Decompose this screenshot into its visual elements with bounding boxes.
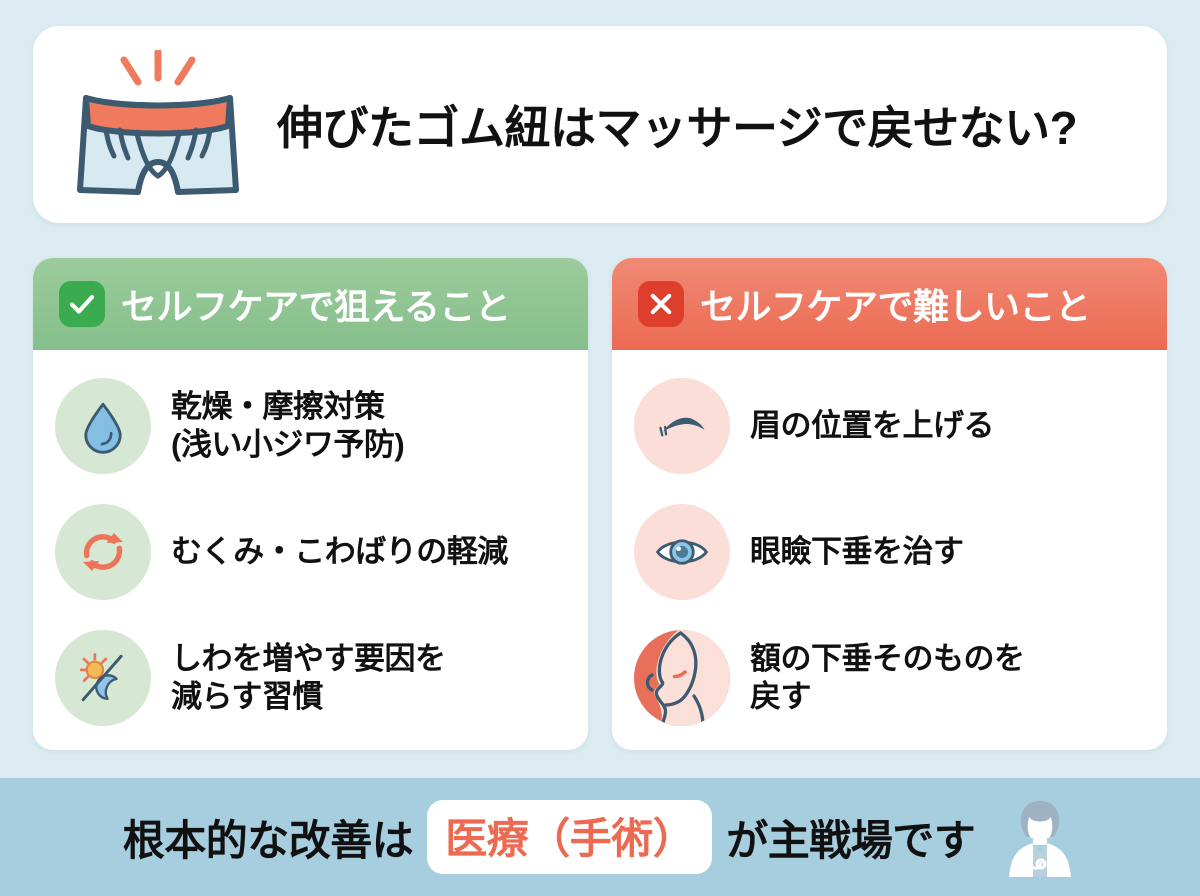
comparison-columns: セルフケアで狙えること 乾燥・摩擦対策 (浅い小ジワ予防) [33,258,1167,750]
list-item: 額の下垂そのものを 戻す [634,622,1145,734]
eyebrow-icon [634,378,730,474]
card-self-care-possible: セルフケアで狙えること 乾燥・摩擦対策 (浅い小ジワ予防) [33,258,588,750]
list-item: しわを増やす要因を 減らす習慣 [55,622,566,734]
list-item-label: しわを増やす要因を 減らす習慣 [171,641,446,714]
bottom-banner: 根本的な改善は 医療（手術） が主戦場です [0,778,1200,896]
banner-lead-text: 根本的な改善は [122,816,414,864]
card-heading-label: セルフケアで難しいこと [700,286,1091,327]
card-header-difficult: セルフケアで難しいこと [612,258,1167,350]
face-profile-icon [634,630,730,726]
card-header-possible: セルフケアで狙えること [33,258,588,350]
boxer-briefs-icon [43,40,273,210]
card-body-difficult: 眉の位置を上げる 眼瞼下垂を治す [612,350,1167,750]
card-body-possible: 乾燥・摩擦対策 (浅い小ジワ予防) むくみ・こわばりの軽減 [33,350,588,750]
close-x-icon [638,281,684,327]
list-item-label: 眼瞼下垂を治す [750,534,964,570]
banner-tail-text: が主戦場です [726,816,976,864]
card-self-care-difficult: セルフケアで難しいこと 眉の位置を上げる [612,258,1167,750]
banner-highlight-pill: 医療（手術） [427,800,713,874]
card-heading-label: セルフケアで狙えること [121,286,511,327]
list-item-label: むくみ・こわばりの軽減 [171,534,508,570]
title-card: 伸びたゴム紐はマッサージで戻せない? [33,26,1167,223]
list-item: むくみ・こわばりの軽減 [55,496,566,608]
list-item: 眼瞼下垂を治す [634,496,1145,608]
list-item: 眉の位置を上げる [634,370,1145,482]
check-icon [59,281,105,327]
water-droplet-icon [55,378,151,474]
refresh-cycle-icon [55,504,151,600]
doctor-icon [1003,797,1077,877]
list-item-label: 眉の位置を上げる [750,408,995,444]
eye-icon [634,504,730,600]
list-item-label: 乾燥・摩擦対策 (浅い小ジワ予防) [171,389,405,462]
banner-message: 根本的な改善は 医療（手術） が主戦場です [123,800,976,874]
list-item-label: 額の下垂そのものを 戻す [750,641,1025,714]
sun-moon-icon [55,630,151,726]
list-item: 乾燥・摩擦対策 (浅い小ジワ予防) [55,370,566,482]
page-title: 伸びたゴム紐はマッサージで戻せない? [277,101,1078,154]
